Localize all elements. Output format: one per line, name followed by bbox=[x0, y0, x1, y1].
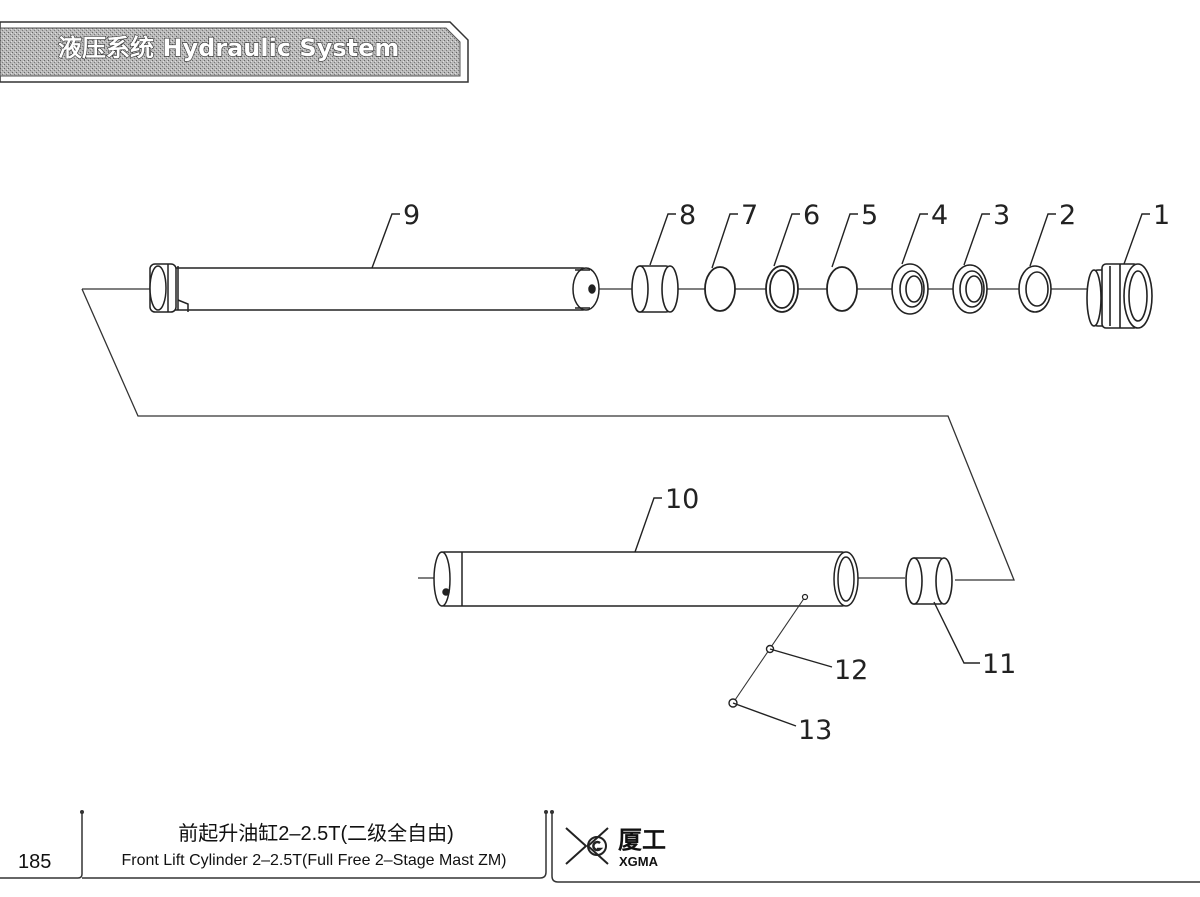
brand-cn: 厦工 bbox=[618, 827, 666, 854]
xgma-logo-icon bbox=[565, 827, 609, 865]
callout-2: 2 bbox=[1059, 200, 1076, 231]
callout-13: 13 bbox=[798, 715, 832, 746]
part-2-seal-ring bbox=[1018, 265, 1052, 313]
callout-8: 8 bbox=[679, 200, 696, 231]
page-number: 185 bbox=[18, 851, 51, 873]
callout-6: 6 bbox=[803, 200, 820, 231]
part-8-guide-ring bbox=[631, 265, 679, 313]
part-6-seal bbox=[765, 265, 799, 313]
part-11-guide-ring bbox=[905, 557, 953, 605]
callout-12: 12 bbox=[834, 655, 868, 686]
callout-5: 5 bbox=[861, 200, 878, 231]
callout-11: 11 bbox=[982, 649, 1016, 680]
part-7-seal bbox=[704, 266, 736, 312]
header-title: 液压系统 Hydraulic System bbox=[58, 34, 399, 62]
part-9-piston-rod bbox=[149, 263, 600, 313]
assembly-path bbox=[81, 288, 1015, 581]
part-3-seal-ring bbox=[952, 264, 988, 314]
callout-10: 10 bbox=[665, 484, 699, 515]
footer: 185 前起升油缸2–2.5T(二级全自由) Front Lift Cylind… bbox=[0, 810, 1200, 883]
leader-lines bbox=[371, 213, 1150, 727]
header-banner: 液压系统 Hydraulic System bbox=[0, 21, 469, 83]
callout-3: 3 bbox=[993, 200, 1010, 231]
callout-4: 4 bbox=[931, 200, 948, 231]
callout-1: 1 bbox=[1153, 200, 1170, 231]
part-12-hole bbox=[801, 593, 809, 601]
part-5-seal bbox=[826, 266, 858, 312]
part-4-seal-ring bbox=[891, 263, 929, 315]
part-1-guide-sleeve bbox=[1086, 263, 1153, 329]
callout-9: 9 bbox=[403, 200, 420, 231]
brand-en: XGMA bbox=[619, 854, 659, 869]
callout-7: 7 bbox=[741, 200, 758, 231]
part-10-cylinder-barrel bbox=[433, 551, 859, 607]
footer-title-en: Front Lift Cylinder 2–2.5T(Full Free 2–S… bbox=[121, 852, 506, 869]
footer-title-cn: 前起升油缸2–2.5T(二级全自由) bbox=[178, 822, 454, 845]
